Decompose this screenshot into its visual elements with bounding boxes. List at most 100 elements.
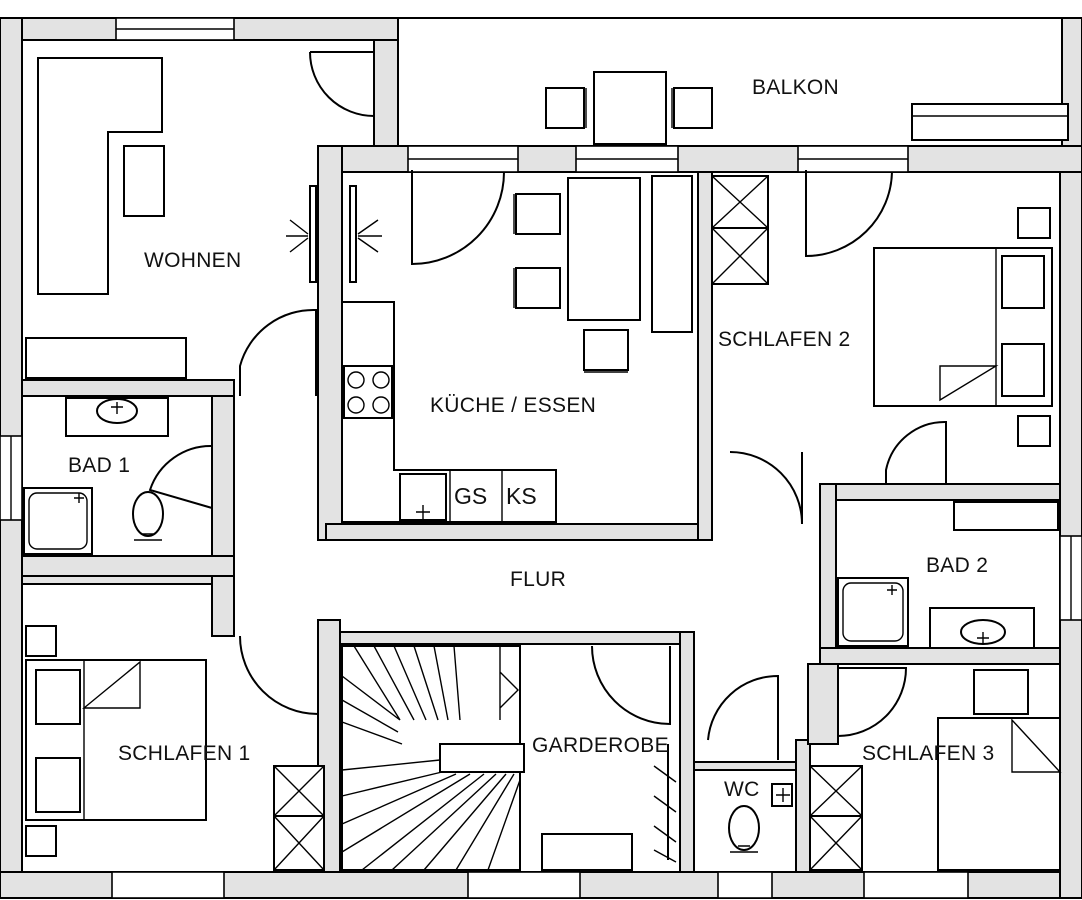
label-dishwasher: GS [454,483,487,509]
stair-treads [341,645,521,871]
door-wc [707,674,779,760]
dining-chair-2 [515,267,561,309]
staircase [341,645,525,871]
wall-wc-top [693,761,807,771]
wall-bad1-right [211,395,235,557]
sliding-door-marks-right [357,219,382,253]
pillow-schlafen2-1 [1001,255,1045,309]
garderobe-furniture [541,744,677,871]
coffee-table [123,145,165,217]
kitchen-shelf [651,175,693,333]
door-schlafen2-flur [729,451,803,525]
wall-schlafen2-bottom [819,483,1061,501]
wardrobe-schlafen2-bottom-x [711,227,769,285]
label-garderobe: GARDEROBE [532,734,669,757]
kueche-furniture [341,175,693,523]
windows [0,17,1082,899]
schlafen2-furniture [711,175,1053,447]
label-fridge: KS [506,483,537,509]
wardrobe-schlafen3-top-x [809,765,863,817]
label-wohnen: WOHNEN [144,249,241,272]
balcony-table [593,71,667,145]
shower-bad1-inner [28,492,88,550]
door-bad2 [885,420,947,484]
garderobe-bench [541,833,633,871]
wall-schlafen1-right [211,575,235,637]
basin-bad2-tap [977,632,989,644]
shower-bad2 [837,577,909,647]
garderobe-hangers [653,765,677,863]
blanket-fold-schlafen2 [939,365,999,402]
wall-bad2-bottom [819,647,1061,665]
label-balkon: BALKON [752,76,839,99]
label-bad-1: BAD 1 [68,454,130,477]
schlafen3-furniture [809,669,1062,871]
basin-bad1-tap [111,402,123,414]
blanket-fold-schlafen1 [82,660,141,709]
sliding-door-wohnen-right [349,185,357,283]
shower-bad1 [23,487,93,555]
kitchen-sink-tap [416,505,430,519]
toilet-wc [728,805,760,851]
bad2-furniture [837,501,1059,649]
label-schlafen-1: SCHLAFEN 1 [118,742,251,765]
wardrobe-schlafen2-top-x [711,175,769,229]
wardrobe-schlafen3-bottom-x [809,815,863,871]
window-wc-bottom [717,871,773,899]
nightstand-schlafen1-1 [25,625,57,657]
wardrobe-schlafen1-top-x [273,765,325,817]
schlafen1-furniture [25,625,325,871]
wall-wohnen-kueche [317,145,343,541]
door-wohnen-flur [239,308,317,396]
label-flur: FLUR [510,568,566,591]
doors [148,51,947,760]
sofa-l-shape [37,57,163,295]
wall-stair-top [339,631,683,645]
balcony-lounger [911,103,1069,141]
label-bad-2: BAD 2 [926,554,988,577]
dining-chair-1 [515,193,561,235]
label-wc: WC [724,778,760,801]
wall-kueche-right [697,171,713,541]
door-schlafen1 [239,635,319,716]
pillow-schlafen1-2 [35,757,81,813]
stair-direction-arrow [499,646,519,720]
kitchen-sink [399,473,447,521]
label-schlafen-2: SCHLAFEN 2 [718,328,851,351]
wall-wohnen-right [373,39,399,147]
wall-wc-right [795,739,811,873]
wall-schlafen3-top [807,663,839,745]
nightstand-schlafen3 [973,669,1029,715]
door-schlafen3 [837,667,908,737]
balcony-furniture [545,71,1069,145]
bed-schlafen3 [937,717,1061,871]
wardrobe-schlafen1-bottom-x [273,815,325,871]
wall-schlafen1-top [21,575,235,585]
wc-furniture [728,783,793,853]
dining-chair-3 [583,329,629,371]
nightstand-schlafen2-1 [1017,207,1051,239]
balcony-chair-right [673,87,713,129]
sliding-door-wohnen-left [309,185,317,283]
burner-4 [372,396,390,414]
wall-bad1-bottom [21,555,235,577]
shower-bad2-drain [887,585,897,595]
door-garderobe [591,645,671,726]
sideboard [25,337,187,379]
window-stair-bottom [467,871,581,899]
door-kueche-balcony [411,170,505,266]
bad1-furniture [23,397,169,555]
burner-2 [372,371,390,389]
door-schlafen2-balcony [805,170,893,258]
wall-garderobe-right [679,631,695,873]
cooktop [343,365,393,419]
label-kueche-essen: KÜCHE / ESSEN [430,394,596,417]
toilet-bad1-base [134,533,162,541]
toilet-wc-base [730,845,758,853]
stair-well [439,743,525,773]
nightstand-schlafen1-2 [25,825,57,857]
pillow-schlafen2-2 [1001,343,1045,397]
balcony-chair-left [545,87,585,129]
blanket-fold-schlafen3 [1011,718,1062,773]
